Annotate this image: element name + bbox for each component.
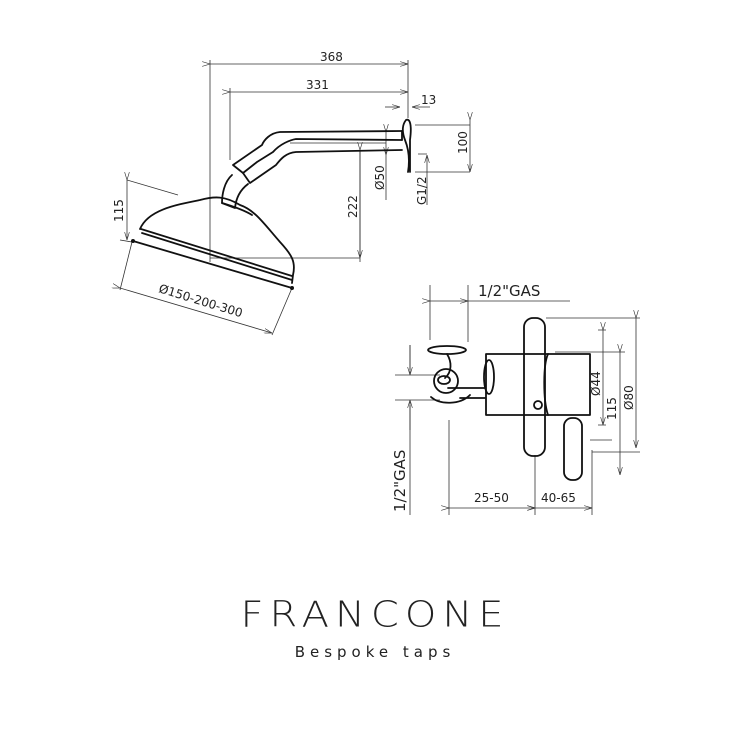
dim-diameter-44: Ø44 bbox=[589, 371, 603, 396]
brand-logo: FRANCONE bbox=[240, 594, 510, 636]
dim-head-diameter: Ø150-200-300 bbox=[157, 281, 244, 320]
dim-gas-top: 1/2"GAS bbox=[478, 282, 540, 300]
dim-40-65: 40-65 bbox=[541, 491, 576, 505]
dim-25-50: 25-50 bbox=[474, 491, 509, 505]
dim-diameter-50: Ø50 bbox=[373, 165, 387, 190]
dim-368: 368 bbox=[320, 50, 343, 64]
mixer-valve: 1/2"GAS 1/2"GAS Ø44 115 Ø80 25-50 40-65 bbox=[391, 282, 640, 515]
dim-diameter-80: Ø80 bbox=[622, 385, 636, 410]
dim-gas-side: 1/2"GAS bbox=[391, 450, 409, 512]
shower-head-arm: 368 331 13 100 Ø50 G1/2 222 115 Ø150-200… bbox=[112, 50, 470, 336]
dim-115: 115 bbox=[112, 199, 126, 222]
dim-g12: G1/2 bbox=[415, 176, 429, 205]
dim-13: 13 bbox=[421, 93, 436, 107]
dim-100: 100 bbox=[456, 131, 470, 154]
dim-222: 222 bbox=[346, 195, 360, 218]
dim-331: 331 bbox=[306, 78, 329, 92]
brand-tagline: Bespoke taps bbox=[294, 643, 456, 661]
dim-115: 115 bbox=[605, 397, 619, 420]
